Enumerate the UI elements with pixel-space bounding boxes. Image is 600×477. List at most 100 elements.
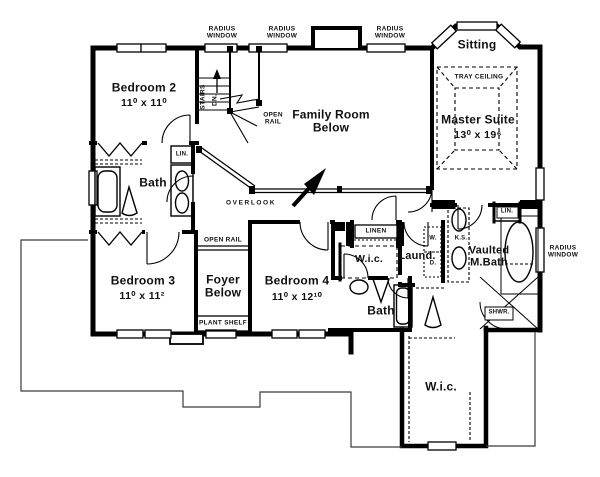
master-suite-dims: 13⁰ x 19⁶ [454, 129, 502, 142]
radius-window-label: RADIUS WINDOW [547, 244, 579, 259]
chimney [311, 26, 362, 50]
wic-master-shelves [408, 336, 471, 442]
bedroom3-window-a [116, 329, 144, 339]
master-window [535, 167, 545, 201]
bedroom4-window-b [298, 329, 326, 339]
overlook-label: OVERLOOK [226, 199, 276, 207]
bedroom2-dims: 11⁰ x 11⁰ [121, 97, 167, 110]
bathtub [393, 284, 413, 328]
stairs [196, 46, 262, 144]
washer-label: W. [429, 235, 437, 242]
room-label-bedroom3: Bedroom 3 [110, 273, 176, 288]
room-label-bath: Bath [139, 175, 167, 190]
plant-shelf-box [195, 315, 251, 332]
overlook-rail [196, 146, 432, 194]
bathtub [94, 166, 121, 217]
sink [451, 246, 467, 270]
room-label-wic: W.i.c. [354, 253, 384, 266]
room-label-master-suite: Master Suite [441, 112, 515, 127]
sink [174, 192, 190, 214]
bedroom3-dims: 11⁰ x 11² [119, 290, 165, 303]
wall-fills [333, 200, 540, 246]
stairs-label: STAIRS [199, 84, 207, 110]
toilet [372, 276, 390, 305]
lower-roof-outline [20, 239, 536, 448]
bifold-closet-doors [97, 141, 143, 158]
bedroom3-window-b [144, 329, 172, 339]
radius-window-label: RADIUS WINDOW [266, 25, 298, 40]
laundry-door [403, 221, 429, 247]
plant-shelf-label: PLANT SHELF [198, 319, 248, 327]
mbath-radius-window [535, 227, 545, 273]
bedroom3-door [146, 231, 180, 265]
linen-closet-small [170, 145, 193, 164]
bay-window-left [430, 24, 458, 50]
radius-window-2 [248, 43, 288, 53]
doorway-gaps [97, 140, 445, 289]
lin-closet [493, 203, 521, 222]
tray-ceiling-label: TRAY CEILING [454, 73, 504, 81]
windows [88, 21, 545, 451]
open-rail-label: OPEN RAIL [203, 236, 243, 244]
room-label-bedroom2: Bedroom 2 [111, 80, 177, 95]
room-label-laundry: Laund. [398, 249, 436, 262]
toilet [424, 294, 442, 329]
garden-tub [504, 221, 534, 283]
mbath-door [457, 204, 483, 230]
lin-label: LIN. [500, 208, 514, 215]
bay-ledge [169, 333, 204, 345]
knee-space-label: K.S. [454, 235, 468, 242]
room-label-bath-lower: Bath [367, 303, 395, 318]
linen-label: LINEN [365, 227, 387, 235]
sink [451, 208, 467, 232]
overlook-arrow [291, 168, 326, 208]
room-label-sitting: Sitting [457, 37, 497, 52]
open-rail-label: OPEN RAIL [263, 111, 283, 126]
bay-window-center [456, 21, 498, 31]
sink [349, 279, 369, 295]
doors [97, 114, 483, 299]
down-label: DN. [211, 93, 219, 107]
bedroom4-window-a [271, 329, 298, 339]
dashed-detail [95, 66, 533, 442]
toilet [121, 184, 138, 217]
dryer-box [423, 251, 442, 278]
fixtures [94, 145, 539, 332]
bath-door [166, 175, 194, 203]
radius-window-label: RADIUS WINDOW [206, 25, 238, 40]
linen-door [371, 195, 397, 221]
wic-hall-outline [340, 245, 398, 279]
lin-label: LIN. [175, 151, 189, 158]
linen-label-box [354, 224, 398, 239]
bath-lower-door [387, 277, 409, 299]
radius-window-3 [366, 43, 406, 53]
room-label-family-room: Family Room Below [292, 107, 370, 135]
dryer-label: D. [429, 260, 437, 267]
room-label-bedroom4: Bedroom 4 [264, 273, 330, 288]
wic-hall-door [343, 253, 369, 279]
bedroom2-door [161, 114, 191, 144]
lin-label-box [496, 206, 519, 219]
room-label-wic-master: W.i.c. [425, 379, 457, 394]
room-label-master-bath: Vaulted M.Bath [468, 244, 510, 269]
foyer-window [205, 329, 237, 339]
sink [174, 170, 190, 192]
bifold-closet-doors [97, 230, 143, 247]
washer-box [423, 226, 442, 253]
bay-window-right [494, 23, 522, 49]
rail-posts [227, 46, 262, 114]
bedroom4-door [299, 221, 329, 251]
bedroom4-dims: 11⁰ x 12¹⁰ [271, 291, 323, 304]
master-door [407, 187, 433, 213]
shower-label: SHWR. [488, 309, 510, 316]
radius-window-1 [204, 43, 238, 53]
break-line [219, 94, 260, 104]
shower-door [479, 301, 508, 330]
radius-window-label: RADIUS WINDOW [374, 25, 406, 40]
foyer-rail [197, 245, 249, 251]
wic-window [427, 441, 457, 451]
bath-window [88, 170, 98, 206]
shwr-label-box [484, 306, 514, 321]
room-label-foyer: Foyer Below [204, 272, 242, 300]
